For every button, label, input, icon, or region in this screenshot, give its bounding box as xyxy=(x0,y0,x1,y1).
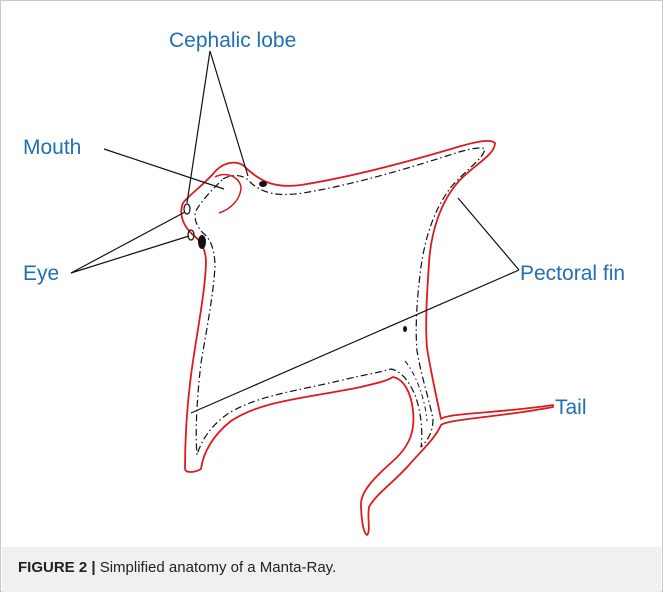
leader-pectoral-fin-upper xyxy=(458,198,519,270)
spot-tail-base xyxy=(403,326,407,332)
leader-pectoral-fin-lower xyxy=(191,270,519,413)
spot-left xyxy=(198,235,206,249)
figure-number: FIGURE 2 | xyxy=(18,559,96,576)
label-eye: Eye xyxy=(23,262,59,285)
mouth-outline xyxy=(215,175,241,213)
manta-ray-inner-outline xyxy=(195,148,485,455)
leader-cephalic-lobe-right xyxy=(210,51,248,176)
caption-bar: FIGURE 2 | Simplified anatomy of a Manta… xyxy=(2,547,661,592)
figure-caption: FIGURE 2 | Simplified anatomy of a Manta… xyxy=(18,559,336,576)
caption-text: Simplified anatomy of a Manta-Ray. xyxy=(100,559,337,576)
label-tail: Tail xyxy=(555,396,587,419)
label-pectoral-fin: Pectoral fin xyxy=(520,262,625,285)
label-cephalic-lobe: Cephalic lobe xyxy=(169,29,296,52)
leader-mouth xyxy=(104,149,224,189)
manta-ray-diagram: Cephalic lobe Mouth Eye Pectoral fin Tai… xyxy=(1,1,663,546)
label-mouth: Mouth xyxy=(23,136,81,159)
spot-head xyxy=(259,181,267,187)
